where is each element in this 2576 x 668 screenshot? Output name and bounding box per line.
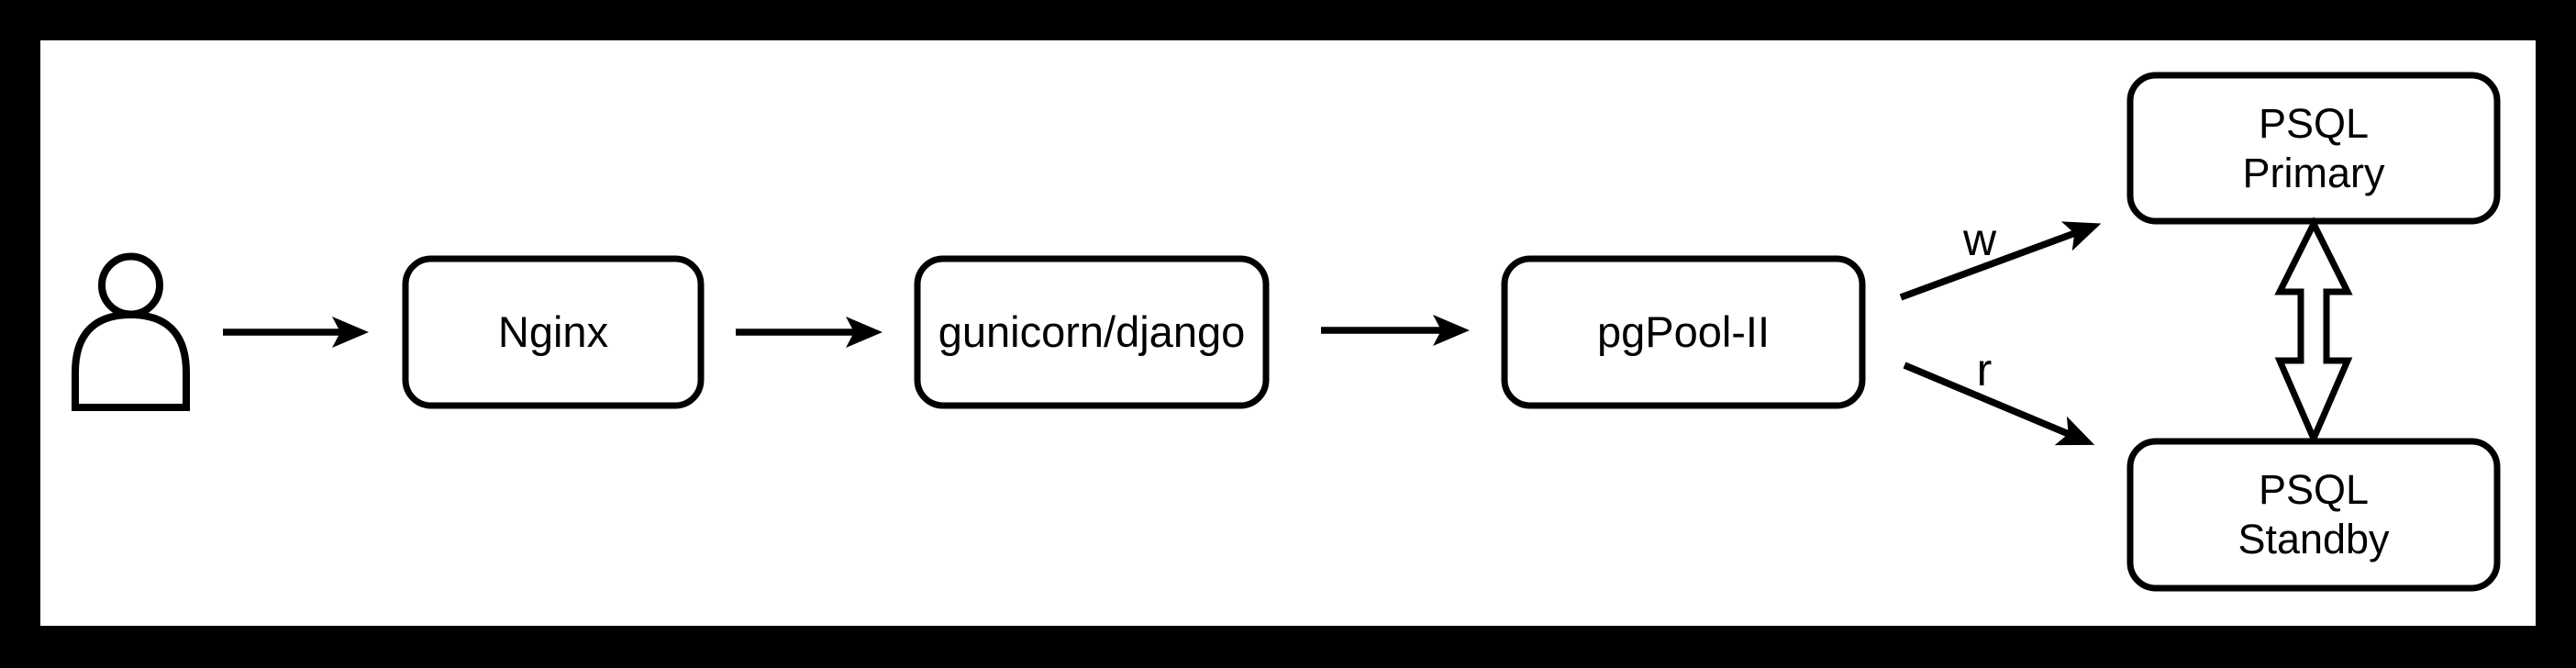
nginx-label: Nginx: [498, 307, 608, 356]
psql-primary-node: PSQL Primary: [2126, 72, 2501, 225]
user-icon-head: [98, 252, 163, 318]
psql-standby-label-line2: Standby: [2237, 516, 2390, 562]
nginx-box: [402, 255, 705, 409]
psql-primary-box: [2126, 72, 2501, 225]
gunicorn-django-node: gunicorn/django: [914, 255, 1270, 409]
write-arrow: [1899, 221, 2102, 301]
gunicorn-django-box: [914, 255, 1270, 409]
pgpool-label: pgPool-II: [1597, 307, 1770, 356]
psql-standby-node: PSQL Standby: [2126, 438, 2501, 592]
psql-primary-label-line2: Primary: [2243, 150, 2385, 196]
nginx-node: Nginx: [402, 255, 705, 409]
write-arrow-label: w: [1962, 214, 1997, 265]
pgpool-box: [1501, 255, 1866, 409]
psql-standby-label-line1: PSQL: [2259, 466, 2369, 513]
gunicorn-django-label: gunicorn/django: [938, 307, 1246, 356]
read-arrow-label: r: [1977, 344, 1993, 395]
pgpool-node: pgPool-II: [1501, 255, 1866, 409]
psql-standby-box: [2126, 438, 2501, 592]
user-icon-body: [72, 310, 190, 411]
read-arrow: [1903, 362, 2095, 446]
user-icon: [72, 252, 190, 411]
psql-primary-label-line1: PSQL: [2259, 100, 2369, 147]
